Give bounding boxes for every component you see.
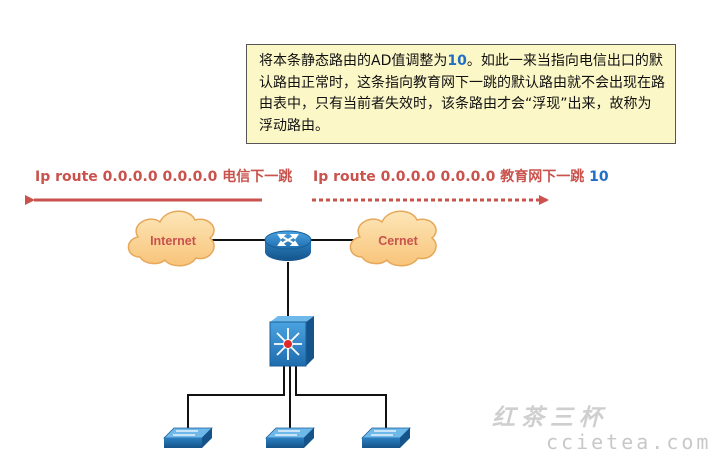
cloud-icon [349, 210, 437, 267]
route-command-left-text: Ip route 0.0.0.0 0.0.0.0 电信下一跳 [35, 169, 293, 185]
access-links [187, 366, 387, 428]
callout-highlight: 10 [447, 53, 467, 69]
route-command-left: Ip route 0.0.0.0 0.0.0.0 电信下一跳 [35, 166, 292, 186]
switch-icon [361, 427, 411, 448]
multilayer-switch-icon [269, 316, 314, 367]
callout-text-after: 。如此一来当指向电信出口的默认路由正常时，这条指向教育网下一跳的默认路由就不会出… [259, 53, 665, 134]
cloud-label-cernet: Cernet [378, 234, 418, 248]
cloud-label-internet: Internet [150, 234, 197, 248]
route-command-right: Ip route 0.0.0.0 0.0.0.0 教育网下一跳 10 [313, 166, 609, 186]
cloud-icon [127, 210, 215, 267]
router-icon [264, 230, 312, 261]
callout-box: 将本条静态路由的AD值调整为10。如此一来当指向电信出口的默认路由正常时，这条指… [246, 44, 676, 144]
watermark-url: ccietea.com [546, 430, 712, 454]
callout-text-before: 将本条静态路由的AD值调整为 [259, 53, 448, 69]
route-command-right-text: Ip route 0.0.0.0 0.0.0.0 教育网下一跳 [313, 169, 585, 185]
switch-icon [265, 427, 315, 448]
watermark-logo-text: 红茶三杯 [492, 405, 608, 431]
route-distance: 10 [589, 169, 609, 185]
switch-icon [163, 427, 213, 448]
